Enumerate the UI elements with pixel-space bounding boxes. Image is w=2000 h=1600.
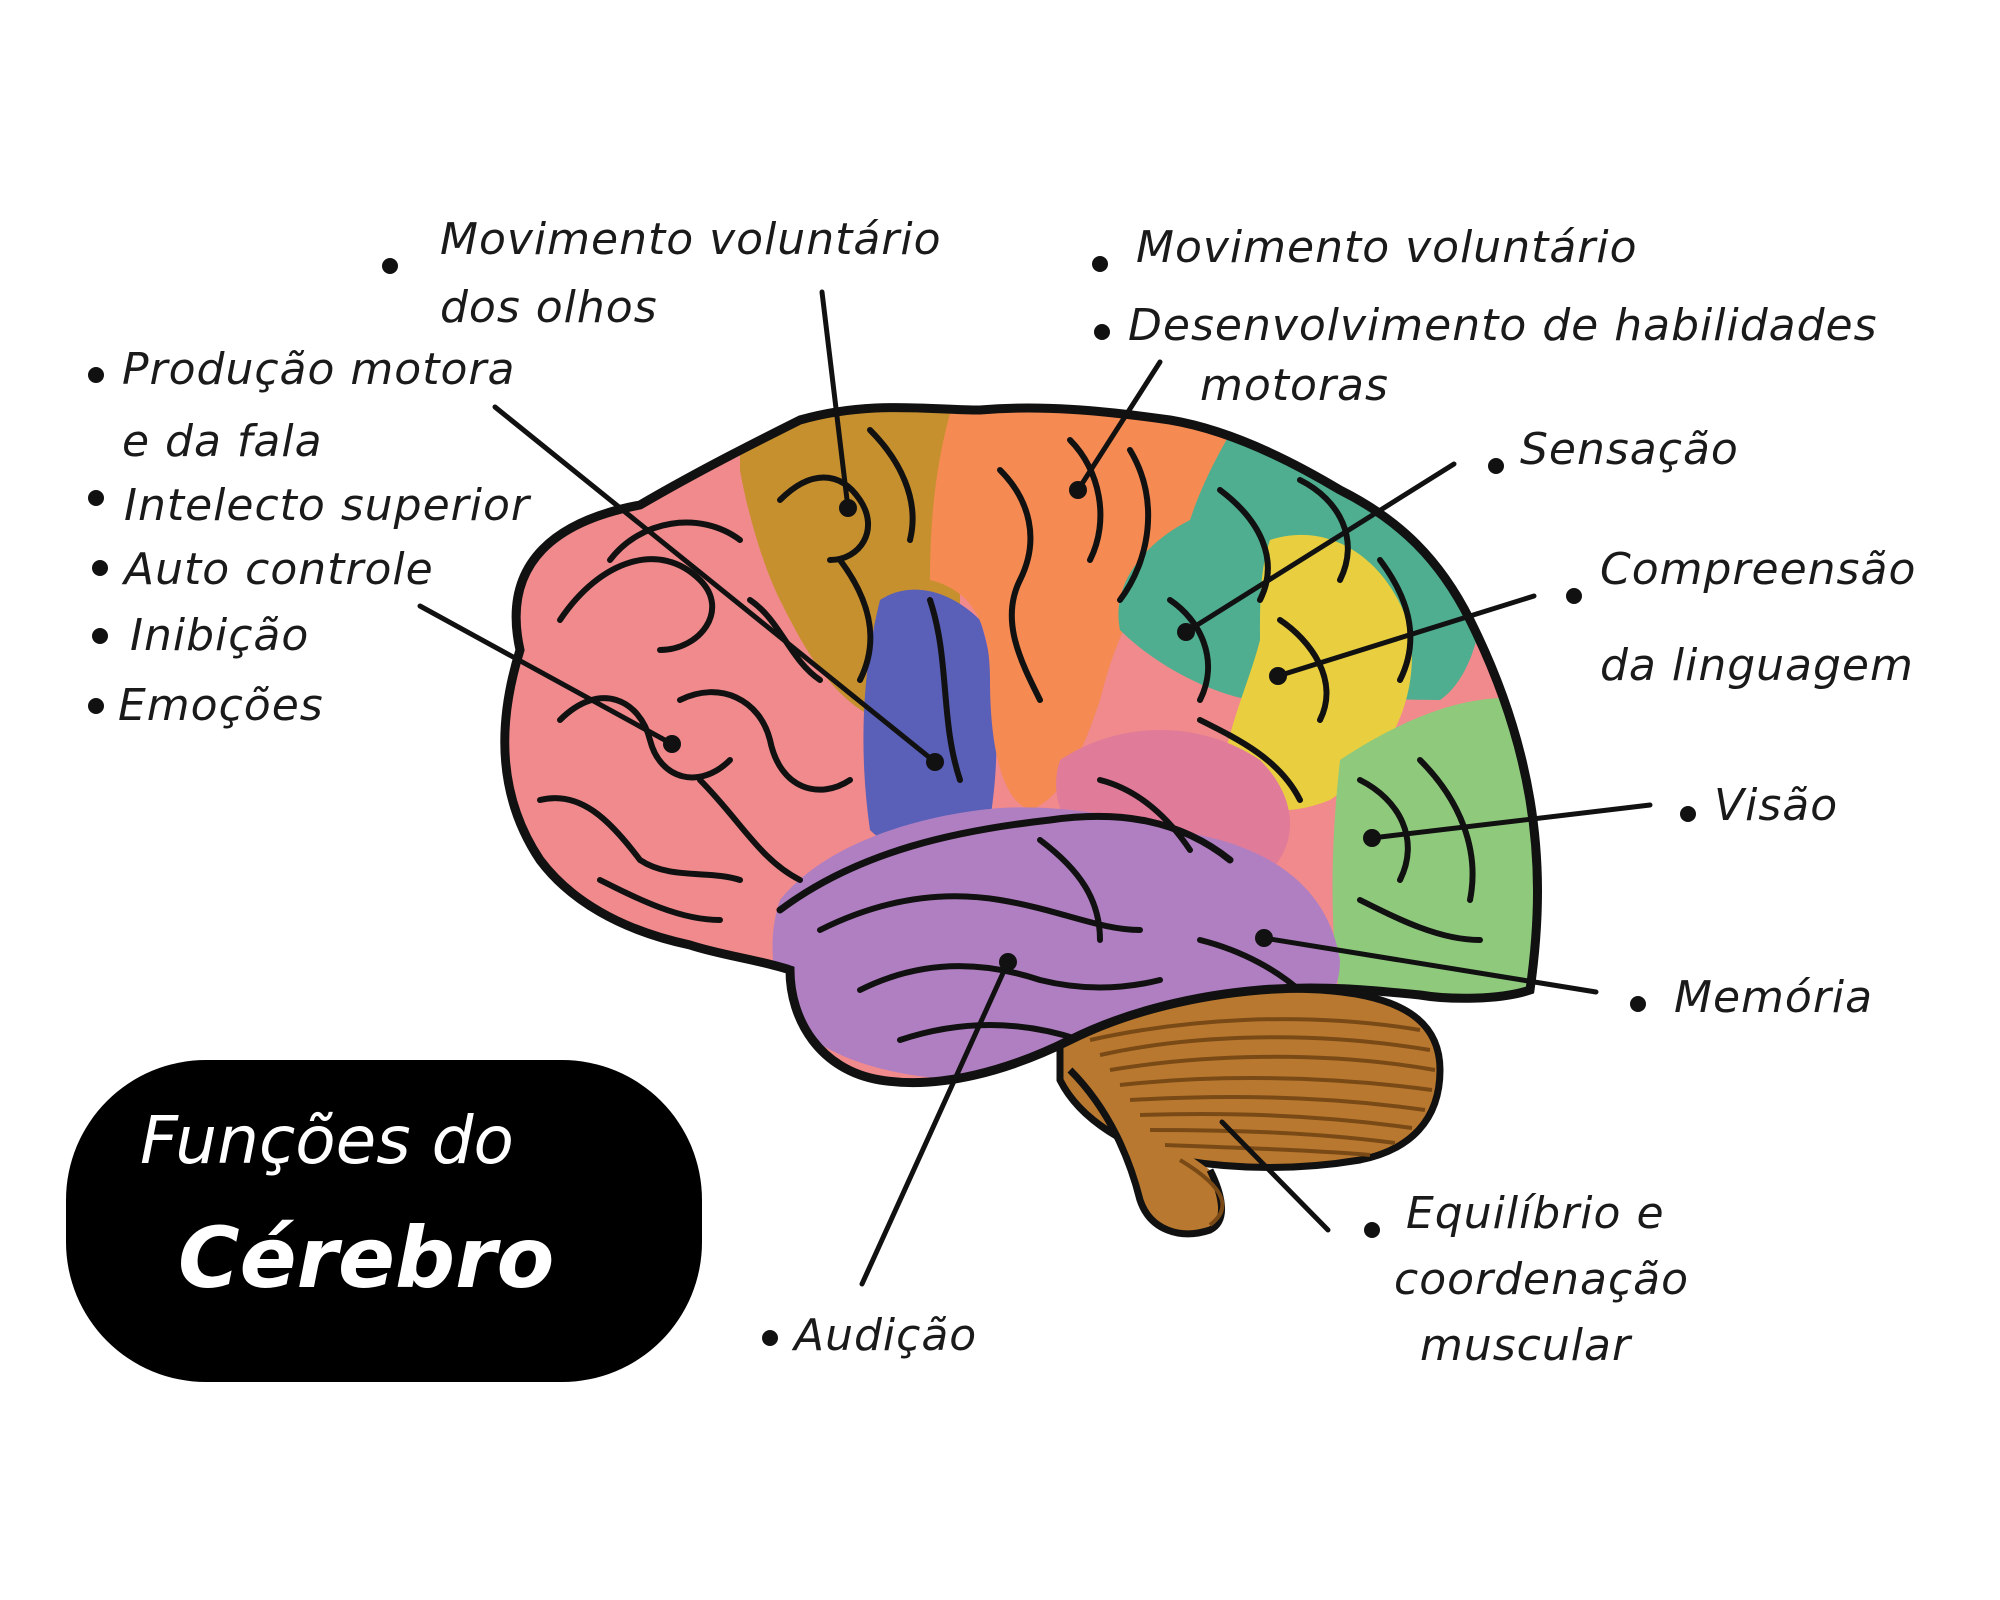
leader-voluntary-movement [1075,359,1163,493]
bullet-voluntary-movement [1092,256,1108,272]
label-eye-movement-line2: dos olhos [440,282,658,333]
title-line1: Funções do [140,1102,514,1179]
label-inhibition: Inibição [130,610,310,661]
anchor-hearing [999,953,1017,971]
anchor-memory [1255,929,1273,947]
bullet-emotions [88,698,104,714]
leader-balance [1219,1119,1331,1233]
bullet-inhibition [92,628,108,644]
title-line2: Cérebro [178,1209,555,1307]
label-eye-movement-line1: Movimento voluntário [440,214,942,265]
anchor-sensation [1177,623,1195,641]
anchor-speech [926,753,944,771]
label-motor-skills-line1: Desenvolvimento de habilidades [1128,300,1878,351]
label-hearing: Audição [794,1310,978,1361]
label-self-control: Auto controle [124,544,434,595]
leader-sensation [1183,461,1457,635]
bullet-eye-movement [382,258,398,274]
leader-self-control [417,603,675,747]
label-language-line2: da linguagem [1600,640,1914,691]
bullet-motor-skills [1094,324,1110,340]
label-speech-production-line2: e da fala [122,416,323,467]
bullet-intellect [88,490,104,506]
bullet-sensation [1488,458,1504,474]
region-vision [1332,698,1538,1000]
bullet-memory [1630,996,1646,1012]
label-memory: Memória [1674,972,1874,1023]
bullet-speech-production [88,367,104,383]
label-sensation: Sensação [1520,424,1739,475]
label-voluntary-movement: Movimento voluntário [1136,222,1638,273]
leader-hearing [859,959,1011,1287]
bullet-hearing [762,1330,778,1346]
leader-memory [1261,935,1599,995]
title-badge [66,1060,702,1382]
region-eye-movement [863,589,997,852]
label-language-line1: Compreensão [1600,544,1917,595]
anchor-self-control [663,735,681,753]
label-balance-line2: coordenação [1394,1254,1690,1305]
label-intellect: Intelecto superior [124,480,530,531]
anchor-vision [1363,829,1381,847]
label-balance-line3: muscular [1420,1320,1632,1371]
anchor-eye-movement [839,499,857,517]
bullet-balance [1364,1222,1380,1238]
label-balance-line1: Equilíbrio e [1406,1188,1665,1239]
label-speech-production-line1: Produção motora [122,344,516,395]
leader-language [1275,593,1537,679]
anchor-voluntary-movement [1069,481,1087,499]
cerebellum [1056,985,1444,1238]
bullet-vision [1680,806,1696,822]
label-emotions: Emoções [118,680,324,731]
leader-eye-movement [819,289,851,511]
label-motor-skills-line2: motoras [1200,360,1389,411]
bullet-language [1566,588,1582,604]
anchor-language [1269,667,1287,685]
bullet-self-control [92,560,108,576]
leader-speech [492,404,938,765]
label-vision: Visão [1714,780,1839,831]
leader-vision [1369,802,1653,841]
region-language [1220,534,1412,811]
